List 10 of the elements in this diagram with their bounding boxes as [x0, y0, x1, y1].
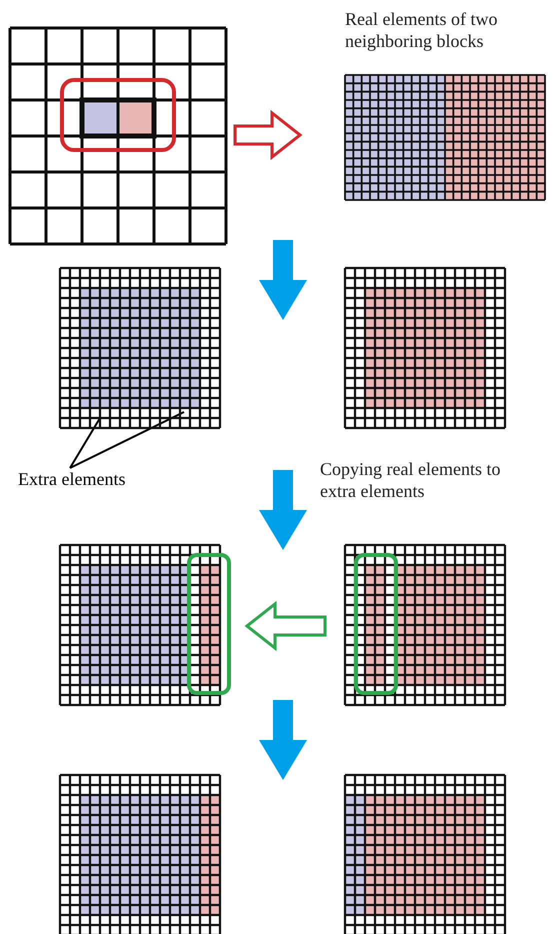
block-arrow	[259, 700, 307, 780]
hollow-arrow	[244, 600, 326, 652]
leader-line	[70, 411, 184, 469]
hollow-arrow	[234, 110, 302, 160]
caption-text: Real elements of two neighboring blocks	[345, 8, 498, 52]
step-note: Copying real elements to extra elements	[320, 458, 502, 502]
block-arrow	[259, 240, 307, 320]
annotation-text: Extra elements	[18, 468, 126, 490]
leader-line	[69, 417, 101, 469]
block-arrow	[259, 470, 307, 550]
